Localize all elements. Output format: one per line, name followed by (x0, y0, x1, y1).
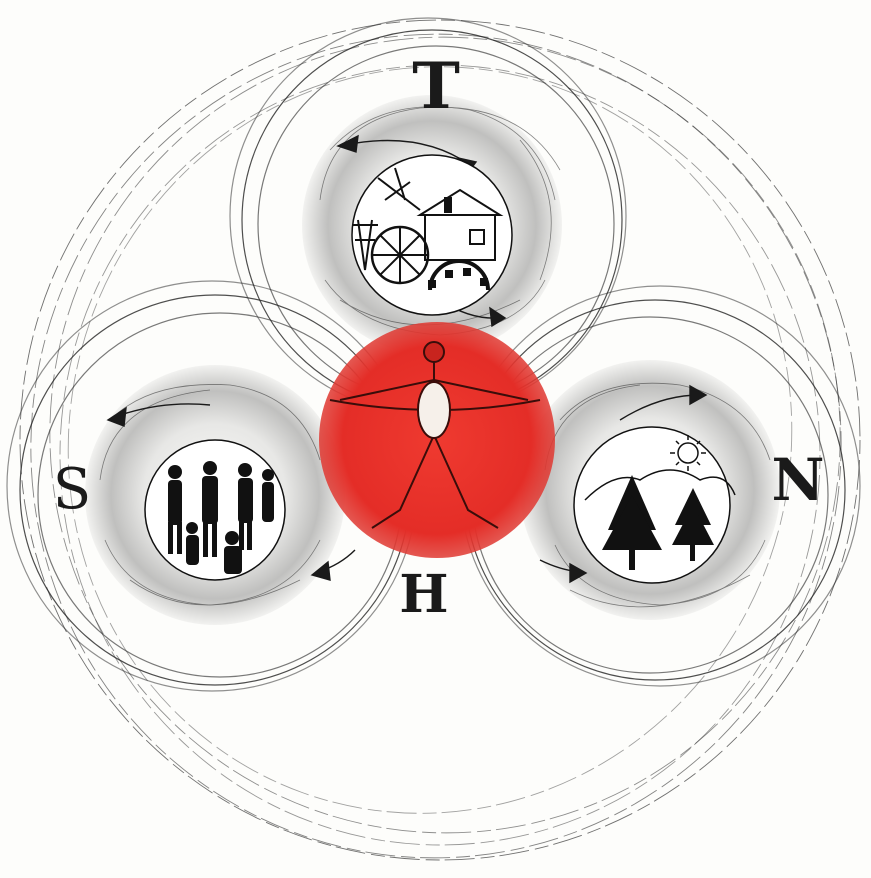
society-crowd-icon (145, 440, 285, 580)
letter-s: S (53, 457, 91, 522)
human-figure-icon (319, 322, 555, 558)
technology-mill-airplane-gear-icon (352, 155, 512, 315)
letter-t: T (412, 49, 460, 124)
letter-h: H (399, 564, 448, 625)
letter-n: N (771, 446, 824, 514)
